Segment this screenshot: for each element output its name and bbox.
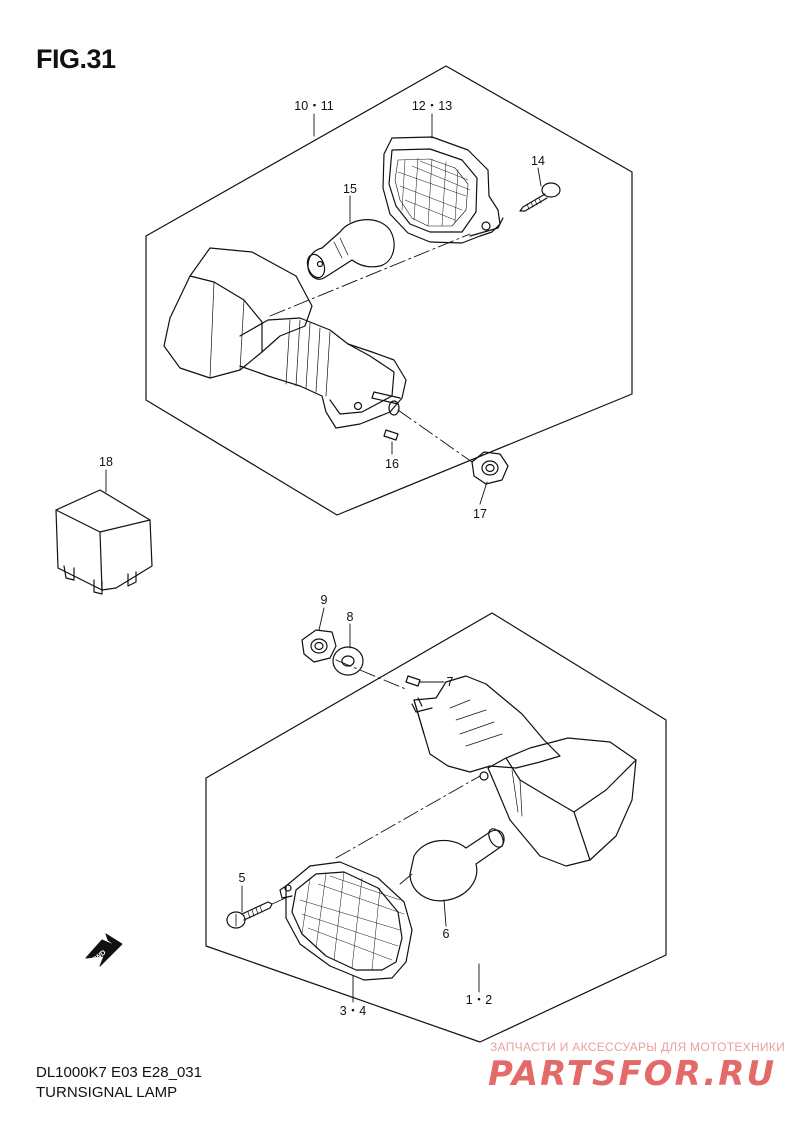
callout-15: 15: [343, 182, 357, 196]
figure-title: FIG.31: [36, 44, 116, 74]
upper-pin-part: [383, 429, 399, 441]
upper-lens-part: [382, 136, 504, 244]
callout-5: 5: [239, 871, 246, 885]
callout-18: 18: [99, 455, 113, 469]
callout-14: 14: [531, 154, 545, 168]
callout-8: 8: [347, 610, 354, 624]
lower-nut-part: [301, 629, 337, 663]
callout-17: 17: [473, 507, 487, 521]
callout-3-4: 3・4: [340, 1004, 366, 1018]
upper-housing-part: [163, 247, 407, 429]
fwd-arrow-icon: [85, 933, 123, 967]
callout-10-11: 10・11: [294, 99, 333, 113]
callout-1-2: 1・2: [466, 993, 492, 1007]
lower-assembly-frame: [205, 612, 667, 1043]
lower-lens-part: [279, 861, 413, 981]
upper-bulb-part: [306, 219, 395, 280]
upper-screw-part: [519, 182, 561, 212]
part-name: TURNSIGNAL LAMP: [36, 1084, 178, 1101]
model-code: DL1000K7 E03 E28_031: [36, 1064, 202, 1081]
lower-screw-part: [226, 901, 273, 929]
upper-nut-part: [471, 451, 509, 485]
watermark-logo: PARTSFOR.RU: [488, 1054, 777, 1094]
callout-6: 6: [443, 927, 450, 941]
watermark-tagline: ЗАПЧАСТИ И АКСЕССУАРЫ ДЛЯ МОТОТЕХНИКИ: [490, 1040, 786, 1054]
relay-part: [55, 489, 153, 595]
lower-pin-part: [405, 675, 421, 687]
callout-9: 9: [321, 593, 328, 607]
lower-housing-part: [411, 675, 637, 867]
upper-assembly-frame: [145, 65, 633, 516]
callout-7: 7: [447, 675, 454, 689]
lower-bulb-part: [409, 828, 505, 902]
callout-16: 16: [385, 457, 399, 471]
lower-washer-part: [332, 646, 364, 676]
callout-12-13: 12・13: [412, 99, 452, 113]
